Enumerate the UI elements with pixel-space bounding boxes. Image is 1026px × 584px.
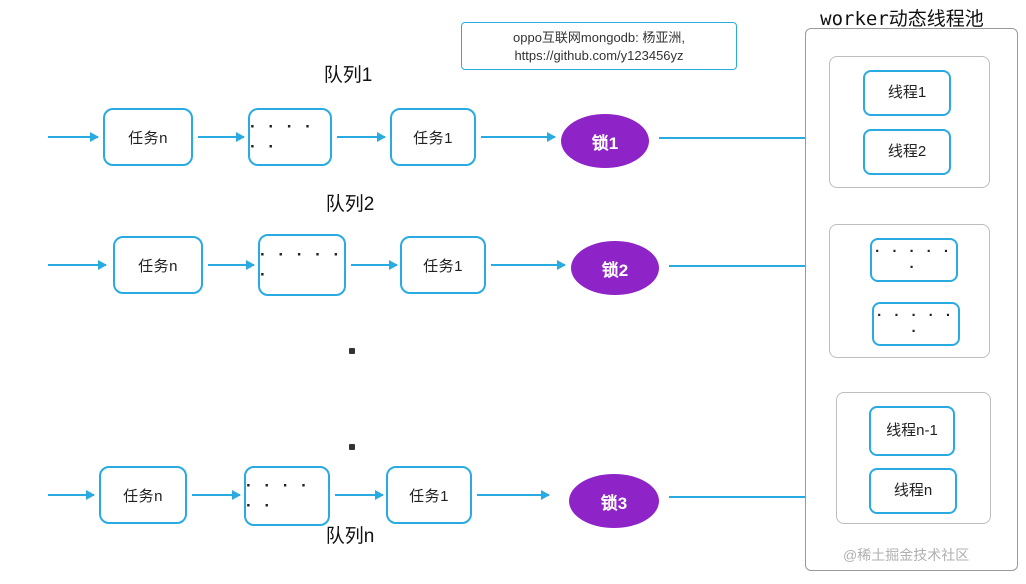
vertical-ellipsis-dot-1 (349, 348, 355, 354)
thread-n-minus-1: 线程n-1 (869, 406, 955, 456)
queue-2-task-1: 任务1 (400, 236, 486, 294)
lock-2: 锁2 (571, 241, 659, 295)
lock-2-to-pool-arrow (669, 261, 822, 271)
lock-1: 锁1 (561, 114, 649, 168)
queue-n-label: 队列n (325, 526, 375, 547)
lock-1-to-pool-arrow (659, 133, 822, 143)
queue-n-task-1: 任务1 (386, 466, 472, 524)
queue-1-arrow-in (48, 132, 99, 142)
vertical-ellipsis-dot-2 (349, 444, 355, 450)
queue-1-dots: · · · · · · (248, 108, 332, 166)
queue-2-label: 队列2 (325, 194, 375, 215)
watermark: @稀土掘金技术社区 (843, 547, 970, 563)
thread-2: 线程2 (863, 129, 951, 175)
queue-n-arrow-in (48, 490, 95, 500)
queue-2-arrow-1 (208, 260, 255, 270)
thread-group-2-dots-2: · · · · · · (872, 302, 960, 346)
worker-pool-title: worker动态线程池 (820, 8, 984, 30)
lock-3: 锁3 (569, 474, 659, 528)
queue-n-arrow-3 (477, 490, 550, 500)
queue-2-arrow-2 (351, 260, 398, 270)
thread-1: 线程1 (863, 70, 951, 116)
queue-1-label: 队列1 (323, 65, 373, 86)
queue-n-task-n: 任务n (99, 466, 187, 524)
queue-1-arrow-1 (198, 132, 245, 142)
thread-n: 线程n (869, 468, 957, 514)
queue-1-arrow-2 (337, 132, 386, 142)
queue-1-task-n: 任务n (103, 108, 193, 166)
queue-1-task-1: 任务1 (390, 108, 476, 166)
lock-3-to-pool-arrow (669, 492, 822, 502)
queue-2-arrow-3 (491, 260, 566, 270)
queue-2-dots: · · · · · · (258, 234, 346, 296)
queue-2-task-n: 任务n (113, 236, 203, 294)
queue-1-arrow-3 (481, 132, 556, 142)
source-note-line1: oppo互联网mongodb: 杨亚洲, (513, 30, 685, 45)
queue-2-arrow-in (48, 260, 107, 270)
queue-n-arrow-2 (335, 490, 384, 500)
queue-n-dots: · · · · · · (244, 466, 330, 526)
thread-group-2-dots-1: · · · · · · (870, 238, 958, 282)
source-note-line2: https://github.com/y123456yz (514, 47, 684, 63)
queue-n-arrow-1 (192, 490, 241, 500)
source-note: oppo互联网mongodb: 杨亚洲, https://github.com/… (461, 22, 737, 70)
